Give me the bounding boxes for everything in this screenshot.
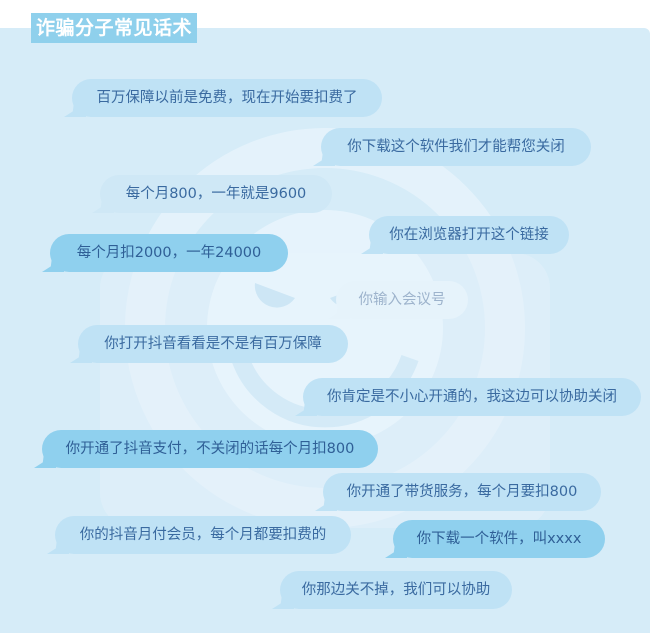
bubble-text: 你那边关不掉，我们可以协助 <box>301 582 491 598</box>
bubble-tail <box>315 497 337 511</box>
bubble-text: 你打开抖音看看是不是有百万保障 <box>104 336 322 352</box>
chat-bubble: 你打开抖音看看是不是有百万保障 <box>70 325 348 363</box>
chat-bubble: 你的抖音月付会员，每个月都要扣费的 <box>47 516 351 554</box>
bubble-tail <box>34 454 56 468</box>
bubble-tail <box>47 540 69 554</box>
bubble-text: 百万保障以前是免费，现在开始要扣费了 <box>96 90 358 106</box>
bubble-tail <box>272 595 294 609</box>
bubble-text: 你的抖音月付会员，每个月都要扣费的 <box>79 527 327 543</box>
bubble-text: 你输入会议号 <box>358 292 446 308</box>
bubble-text: 每个月扣2000，一年24000 <box>76 245 262 261</box>
bubble-tail <box>64 103 86 117</box>
chat-bubble: 你开通了带货服务，每个月要扣800 <box>315 473 601 511</box>
chat-bubble: 百万保障以前是免费，现在开始要扣费了 <box>64 79 382 117</box>
bubble-tail <box>385 544 407 558</box>
bubble-tail <box>361 240 383 254</box>
bubble-text: 你肯定是不小心开通的，我这边可以协助关闭 <box>327 389 617 405</box>
bubble-text: 你开通了抖音支付，不关闭的话每个月扣800 <box>65 441 355 457</box>
bubble-text: 你下载这个软件我们才能帮您关闭 <box>347 139 565 155</box>
chat-bubble: 你那边关不掉，我们可以协助 <box>272 571 512 609</box>
page-title: 诈骗分子常见话术 <box>31 13 197 43</box>
bubble-tail <box>295 402 317 416</box>
bubble-text: 每个月800，一年就是9600 <box>125 186 307 202</box>
chat-bubble: 你输入会议号 <box>328 281 468 319</box>
chat-panel: 百万保障以前是免费，现在开始要扣费了 你下载这个软件我们才能帮您关闭 每个月80… <box>0 28 650 633</box>
bubble-text: 你开通了带货服务，每个月要扣800 <box>346 484 578 500</box>
chat-bubble: 你开通了抖音支付，不关闭的话每个月扣800 <box>34 430 378 468</box>
chat-bubble: 你肯定是不小心开通的，我这边可以协助关闭 <box>295 378 641 416</box>
chat-bubble: 你下载这个软件我们才能帮您关闭 <box>313 128 591 166</box>
chat-bubble: 你在浏览器打开这个链接 <box>361 216 569 254</box>
bubble-tail <box>313 152 335 166</box>
chat-bubble: 你下载一个软件，叫xxxx <box>385 520 605 558</box>
bubble-tail <box>42 258 64 272</box>
bubble-text: 你在浏览器打开这个链接 <box>389 227 549 243</box>
chat-bubble: 每个月800，一年就是9600 <box>92 175 332 213</box>
bubble-tail <box>92 199 114 213</box>
bubble-tail <box>70 349 92 363</box>
bubble-tail <box>328 305 350 319</box>
bubble-text: 你下载一个软件，叫xxxx <box>416 531 582 547</box>
chat-bubble: 每个月扣2000，一年24000 <box>42 234 288 272</box>
